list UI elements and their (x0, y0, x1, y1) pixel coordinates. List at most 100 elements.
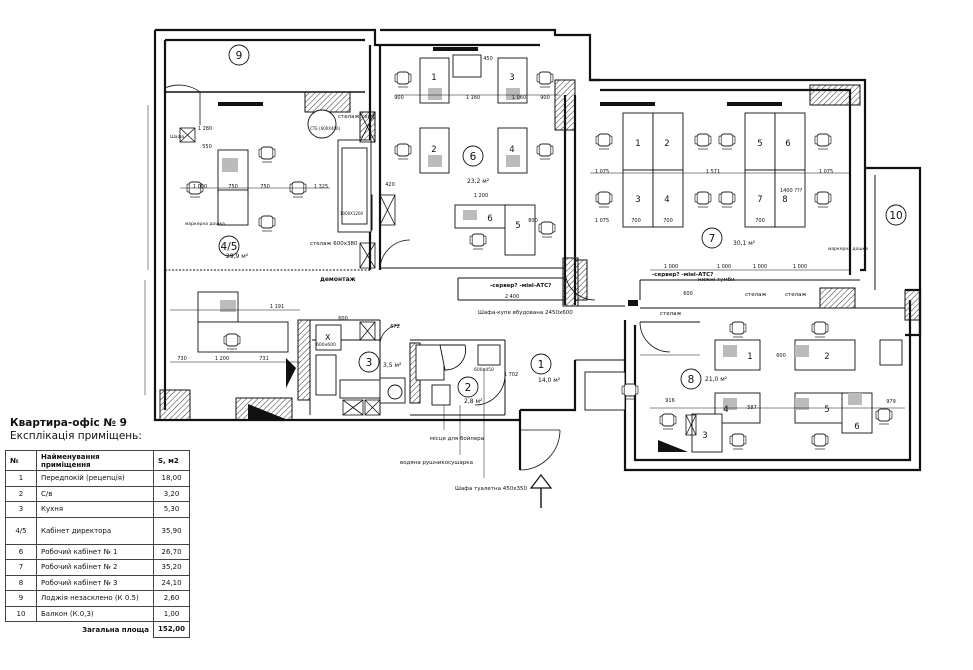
room-area-2: 2,8 м² (464, 398, 483, 405)
col-header-area: S, м2 (152, 450, 191, 471)
shelf-crosses (179, 111, 697, 436)
col-header-name: Найменування приміщення (36, 450, 154, 471)
dimension-label: 730 (177, 356, 187, 362)
dimension-label: 700 (631, 218, 641, 224)
row-name: Лоджія незасклено (К 0.5) (36, 590, 154, 607)
desk-number: 4 (664, 195, 669, 205)
dimension-label: 731 (259, 356, 269, 362)
dimension-label: 750 (260, 184, 270, 190)
plan-subtitle: Експлікація приміщень: (10, 430, 142, 442)
desk-number: 1 (431, 73, 436, 83)
desk-number: 2 (664, 139, 669, 149)
row-name: Робочий кабінет № 1 (36, 543, 154, 560)
dimension-label: 750 (228, 184, 238, 190)
row-name: Робочий кабінет № 2 (36, 559, 154, 576)
desk-number: 1 (747, 352, 752, 362)
wall-rack-label: Шафа (170, 134, 184, 140)
room-number-1: 1 (538, 359, 545, 371)
table-row: 7 Робочий кабінет № 2 35,20 (5, 559, 191, 576)
row-name: Передпокій (рецепція) (36, 470, 154, 487)
room-area-8: 21,0 м² (705, 376, 728, 383)
dimension-label: 420 (385, 182, 395, 188)
room-area-1: 14,0 м² (538, 377, 561, 384)
grey-blocks (220, 88, 862, 410)
col-header-num: № (5, 450, 37, 471)
table-total-row: Загальна площа 152,00 (6, 621, 191, 638)
dimension-label: 1 191 (270, 304, 284, 310)
desk-number: 5 (757, 139, 762, 149)
dimension-label: 979 (886, 399, 896, 405)
dimension-label: 1 000 (753, 264, 767, 270)
doors (164, 84, 671, 471)
row-area: 26,70 (152, 543, 191, 560)
desk-number: 5 (515, 221, 520, 231)
dimension-label: 1 060 (512, 95, 526, 101)
cabinets-label: нижні тумби (698, 277, 735, 283)
dimension-label: 1 075 (595, 169, 609, 175)
explication-table: № Найменування приміщення S, м2 1 Передп… (5, 450, 191, 638)
table-header-row: № Найменування приміщення S, м2 (5, 450, 191, 471)
row-num: 1 (5, 470, 37, 487)
row-area: 1,00 (152, 605, 191, 622)
desk-number: 6 (487, 214, 492, 224)
row-num: 7 (5, 559, 37, 576)
table-row: 1 Передпокій (рецепція) 18,00 (5, 470, 191, 487)
row-num: 6 (5, 543, 37, 560)
dimension-lines (144, 94, 905, 409)
table-row: 6 Робочий кабінет № 1 26,70 (5, 543, 191, 560)
room-number-3: 3 (366, 357, 373, 369)
dimension-label: 1 000 (664, 264, 678, 270)
row-name: Робочий кабінет № 3 (36, 574, 154, 591)
dimension-label: 600 (776, 353, 786, 359)
total-spacer (6, 622, 37, 638)
row-area: 3,20 (152, 485, 191, 502)
desk-number: 2 (824, 352, 829, 362)
room-number-8: 8 (688, 374, 695, 386)
room-number-7: 7 (709, 233, 716, 245)
desk-number: 3 (702, 431, 707, 441)
table-row: 3 Кухня 5,30 (5, 501, 191, 518)
total-label: Загальна площа (82, 625, 149, 634)
dimension-label: 1 000 (793, 264, 807, 270)
dimension-label: 600 (683, 291, 693, 297)
room-number-2: 2 (465, 382, 472, 394)
dimension-label: 1 200 (474, 193, 488, 199)
desk-number: 3 (509, 73, 514, 83)
towel-label: водяна рушникосушарка (400, 460, 473, 466)
row-area: 5,30 (152, 501, 191, 518)
row-name: Кухня (36, 501, 154, 518)
marker-board-label: маркерна дошка (185, 222, 225, 227)
dimension-label: 1 702 (504, 372, 518, 378)
table-row: 4/5 Кабінет директора 35,90 (5, 516, 191, 545)
table-row: 10 Балкон (К.0,3) 1,00 (5, 605, 191, 622)
room-number-4-5: 4/5 (221, 241, 238, 253)
desk-number: 4 (509, 145, 514, 155)
dimension-label: 1 000 (193, 184, 207, 190)
dimension-label: 672 (390, 324, 400, 330)
shelf-label-r7: стелаж (745, 292, 766, 298)
dimension-label: 1 000 (717, 264, 731, 270)
server-label-2: -сервер? -міні-АТС? (652, 272, 713, 278)
row-area: 35,20 (152, 559, 191, 576)
bath-dim-label: 600х450 (474, 367, 494, 373)
row-area: 35,90 (152, 516, 191, 545)
wall-solid (218, 47, 782, 452)
desk-number: 8 (782, 195, 787, 205)
toilet-cabinet-label: Шафа туалетна 450х350 (455, 486, 527, 492)
dimension-label: 1 280 (198, 126, 212, 132)
row-name: С/в (36, 485, 154, 502)
desk-number: 5 (824, 405, 829, 415)
boiler-label: місце для бойлера (430, 435, 484, 442)
table-row: 9 Лоджія незасклено (К 0.5) 2,60 (5, 590, 191, 607)
dimension-label: 1 325 (314, 184, 328, 190)
dimension-label: 916 (665, 398, 675, 404)
room-area-7: 30,1 м² (733, 240, 756, 247)
dimension-label: 1 075 (595, 218, 609, 224)
room-area-6: 23,2 м² (467, 178, 490, 185)
sofa-size-label: 1000Х1200 (340, 211, 364, 216)
server-label-1: -сервер? -міні-АТС? (490, 283, 551, 289)
dimension-label: 2 400 (505, 294, 519, 300)
row-num: 2 (5, 485, 37, 502)
entrance-arrow-icon (529, 474, 553, 508)
